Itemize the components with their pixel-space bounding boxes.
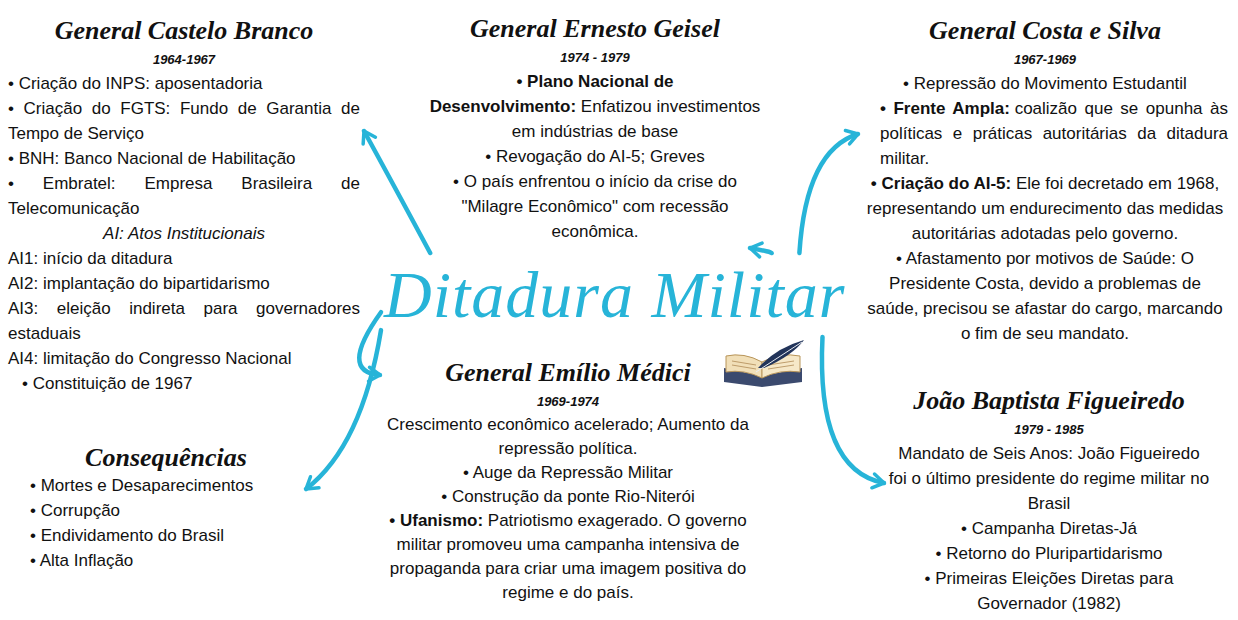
node-heading: João Baptista Figueiredo <box>913 386 1185 415</box>
text-line: • Repressão do Movimento Estudantil <box>862 71 1228 96</box>
text-line: 1979 - 1985 <box>888 416 1210 441</box>
body-text: AI2: implantação do bipartidarismo <box>8 274 270 293</box>
text-line: • Retorno do Pluripartidarismo <box>888 541 1210 566</box>
text-line: 1974 - 1979 <box>420 44 770 69</box>
curved-arrow <box>750 248 772 253</box>
quill-feather <box>758 340 804 368</box>
connector-group <box>306 131 884 489</box>
body-text: Mandato de Seis Anos: João Figueiredo fo… <box>889 444 1209 513</box>
text-line: AI1: início da ditadura <box>8 246 360 271</box>
text-line: • Frente Ampla:coalizão que se opunha às… <box>862 96 1228 171</box>
text-line: • Endividamento do Brasil <box>30 523 302 548</box>
text-line: General Ernesto Geisel <box>420 14 770 44</box>
years-label: 1969-1974 <box>537 394 599 409</box>
body-text: • O país enfrentou o início da crise do … <box>453 172 737 241</box>
consequences-section: Consequências • Mortes e Desaparecimentos… <box>30 443 302 573</box>
body-text: • Criação do FGTS: Fundo de Garantia de … <box>8 99 360 143</box>
body-text: • Endividamento do Brasil <box>30 526 224 545</box>
text-line: • Embratel: Empresa Brasileira de Teleco… <box>8 171 360 221</box>
book-quill-illustration <box>718 338 808 388</box>
text-line: AI: Atos Institucionais <box>8 221 360 246</box>
book-page-left <box>726 355 762 378</box>
text-line: AI4: limitação do Congresso Nacional <box>8 346 360 371</box>
president-section: João Baptista Figueiredo 1979 - 1985Manda… <box>888 386 1210 616</box>
text-line: 1967-1969 <box>862 46 1228 71</box>
years-label: 1967-1969 <box>1014 52 1076 67</box>
text-line: • Corrupção <box>30 498 302 523</box>
body-text: • BNH: Banco Nacional de Habilitação <box>8 149 296 168</box>
text-line: 1964-1967 <box>8 46 360 71</box>
text-line: • Campanha Diretas-Já <box>888 516 1210 541</box>
text-line: • Alta Inflação <box>30 548 302 573</box>
bold-term: • Criação do AI-5: <box>871 174 1011 193</box>
text-line: • Construção da ponte Rio-Niterói <box>384 485 752 509</box>
body-text: • Construção da ponte Rio-Niterói <box>441 487 695 506</box>
text-line: • Auge da Repressão Militar <box>384 461 752 485</box>
president-section: General Costa e Silva 1967-1969 • Repressã… <box>862 16 1228 346</box>
body-text: • Revogação do AI-5; Greves <box>485 147 705 166</box>
body-text: AI4: limitação do Congresso Nacional <box>8 349 291 368</box>
bold-term: • Ufanismo: <box>389 511 483 530</box>
years-label: 1974 - 1979 <box>560 50 629 65</box>
curved-arrow <box>306 330 381 489</box>
curved-arrow <box>799 134 858 253</box>
curved-arrow <box>364 131 430 253</box>
text-line: • Mortes e Desaparecimentos <box>30 473 302 498</box>
text-line: Consequências <box>30 443 302 473</box>
curved-arrow <box>822 337 884 483</box>
text-line: • O país enfrentou o início da crise do … <box>420 169 770 244</box>
node-heading: General Ernesto Geisel <box>470 14 720 43</box>
quill-shaft <box>756 342 802 372</box>
text-line: • Criação do AI-5:Ele foi decretado em 1… <box>862 171 1228 246</box>
body-text: • Mortes e Desaparecimentos <box>30 476 253 495</box>
text-line: • Criação do FGTS: Fundo de Garantia de … <box>8 96 360 146</box>
text-line: Crescimento econômico acelerado; Aumento… <box>384 413 752 461</box>
body-text: • Auge da Repressão Militar <box>463 463 673 482</box>
text-line: 1969-1974 <box>384 388 752 413</box>
body-text: • Afastamento por motivos de Saúde: O Pr… <box>867 249 1222 343</box>
node-heading: General Castelo Branco <box>55 16 314 45</box>
section-subheading: AI: Atos Institucionais <box>103 224 265 243</box>
body-text: Crescimento econômico acelerado; Aumento… <box>387 415 749 458</box>
text-line: • Plano Nacional de Desenvolvimento:Enfa… <box>420 69 770 144</box>
body-text: • Retorno do Pluripartidarismo <box>935 544 1162 563</box>
node-heading: Consequências <box>85 443 247 472</box>
body-text: • Constituição de 1967 <box>22 374 192 393</box>
text-line: • Criação do INPS: aposentadoria <box>8 71 360 96</box>
body-text: • Criação do INPS: aposentadoria <box>8 74 263 93</box>
text-line: Mandato de Seis Anos: João Figueiredo fo… <box>888 441 1210 516</box>
text-line: AI3: eleição indireta para governadores … <box>8 296 360 346</box>
years-label: 1964-1967 <box>153 52 215 67</box>
president-section: General Emílio Médici 1969-1974Cresciment… <box>384 358 752 605</box>
text-line: General Castelo Branco <box>8 16 360 46</box>
text-line: • Ufanismo:Patriotismo exagerado. O gove… <box>384 509 752 605</box>
text-line: AI2: implantação do bipartidarismo <box>8 271 360 296</box>
bold-term: • Frente Ampla: <box>880 99 1010 118</box>
central-topic: Ditadura Militar <box>384 256 846 334</box>
text-line: Ditadura Militar <box>384 256 846 334</box>
central-title: Ditadura Militar <box>384 258 846 331</box>
text-line: • Revogação do AI-5; Greves <box>420 144 770 169</box>
node-heading: General Costa e Silva <box>929 16 1161 45</box>
body-text: AI1: início da ditadura <box>8 249 172 268</box>
text-line: João Baptista Figueiredo <box>888 386 1210 416</box>
text-line: General Emílio Médici <box>384 358 752 388</box>
text-line: • Constituição de 1967 <box>8 371 360 396</box>
body-text: • Embratel: Empresa Brasileira de Teleco… <box>8 174 360 218</box>
body-text: AI3: eleição indireta para governadores … <box>8 299 360 343</box>
text-line: • BNH: Banco Nacional de Habilitação <box>8 146 360 171</box>
body-text: • Alta Inflação <box>30 551 133 570</box>
body-text: • Campanha Diretas-Já <box>961 519 1137 538</box>
president-section: General Castelo Branco 1964-1967 • Criação… <box>8 16 360 396</box>
body-text: • Repressão do Movimento Estudantil <box>903 74 1187 93</box>
text-line: • Primeiras Eleições Diretas para Govern… <box>888 566 1210 616</box>
body-text: • Primeiras Eleições Diretas para Govern… <box>925 569 1174 613</box>
president-section: General Ernesto Geisel 1974 - 1979 • Plano… <box>420 14 770 244</box>
years-label: 1979 - 1985 <box>1014 422 1083 437</box>
text-line: • Afastamento por motivos de Saúde: O Pr… <box>862 246 1228 346</box>
text-line: General Costa e Silva <box>862 16 1228 46</box>
body-text: • Corrupção <box>30 501 120 520</box>
node-heading: General Emílio Médici <box>445 358 691 387</box>
